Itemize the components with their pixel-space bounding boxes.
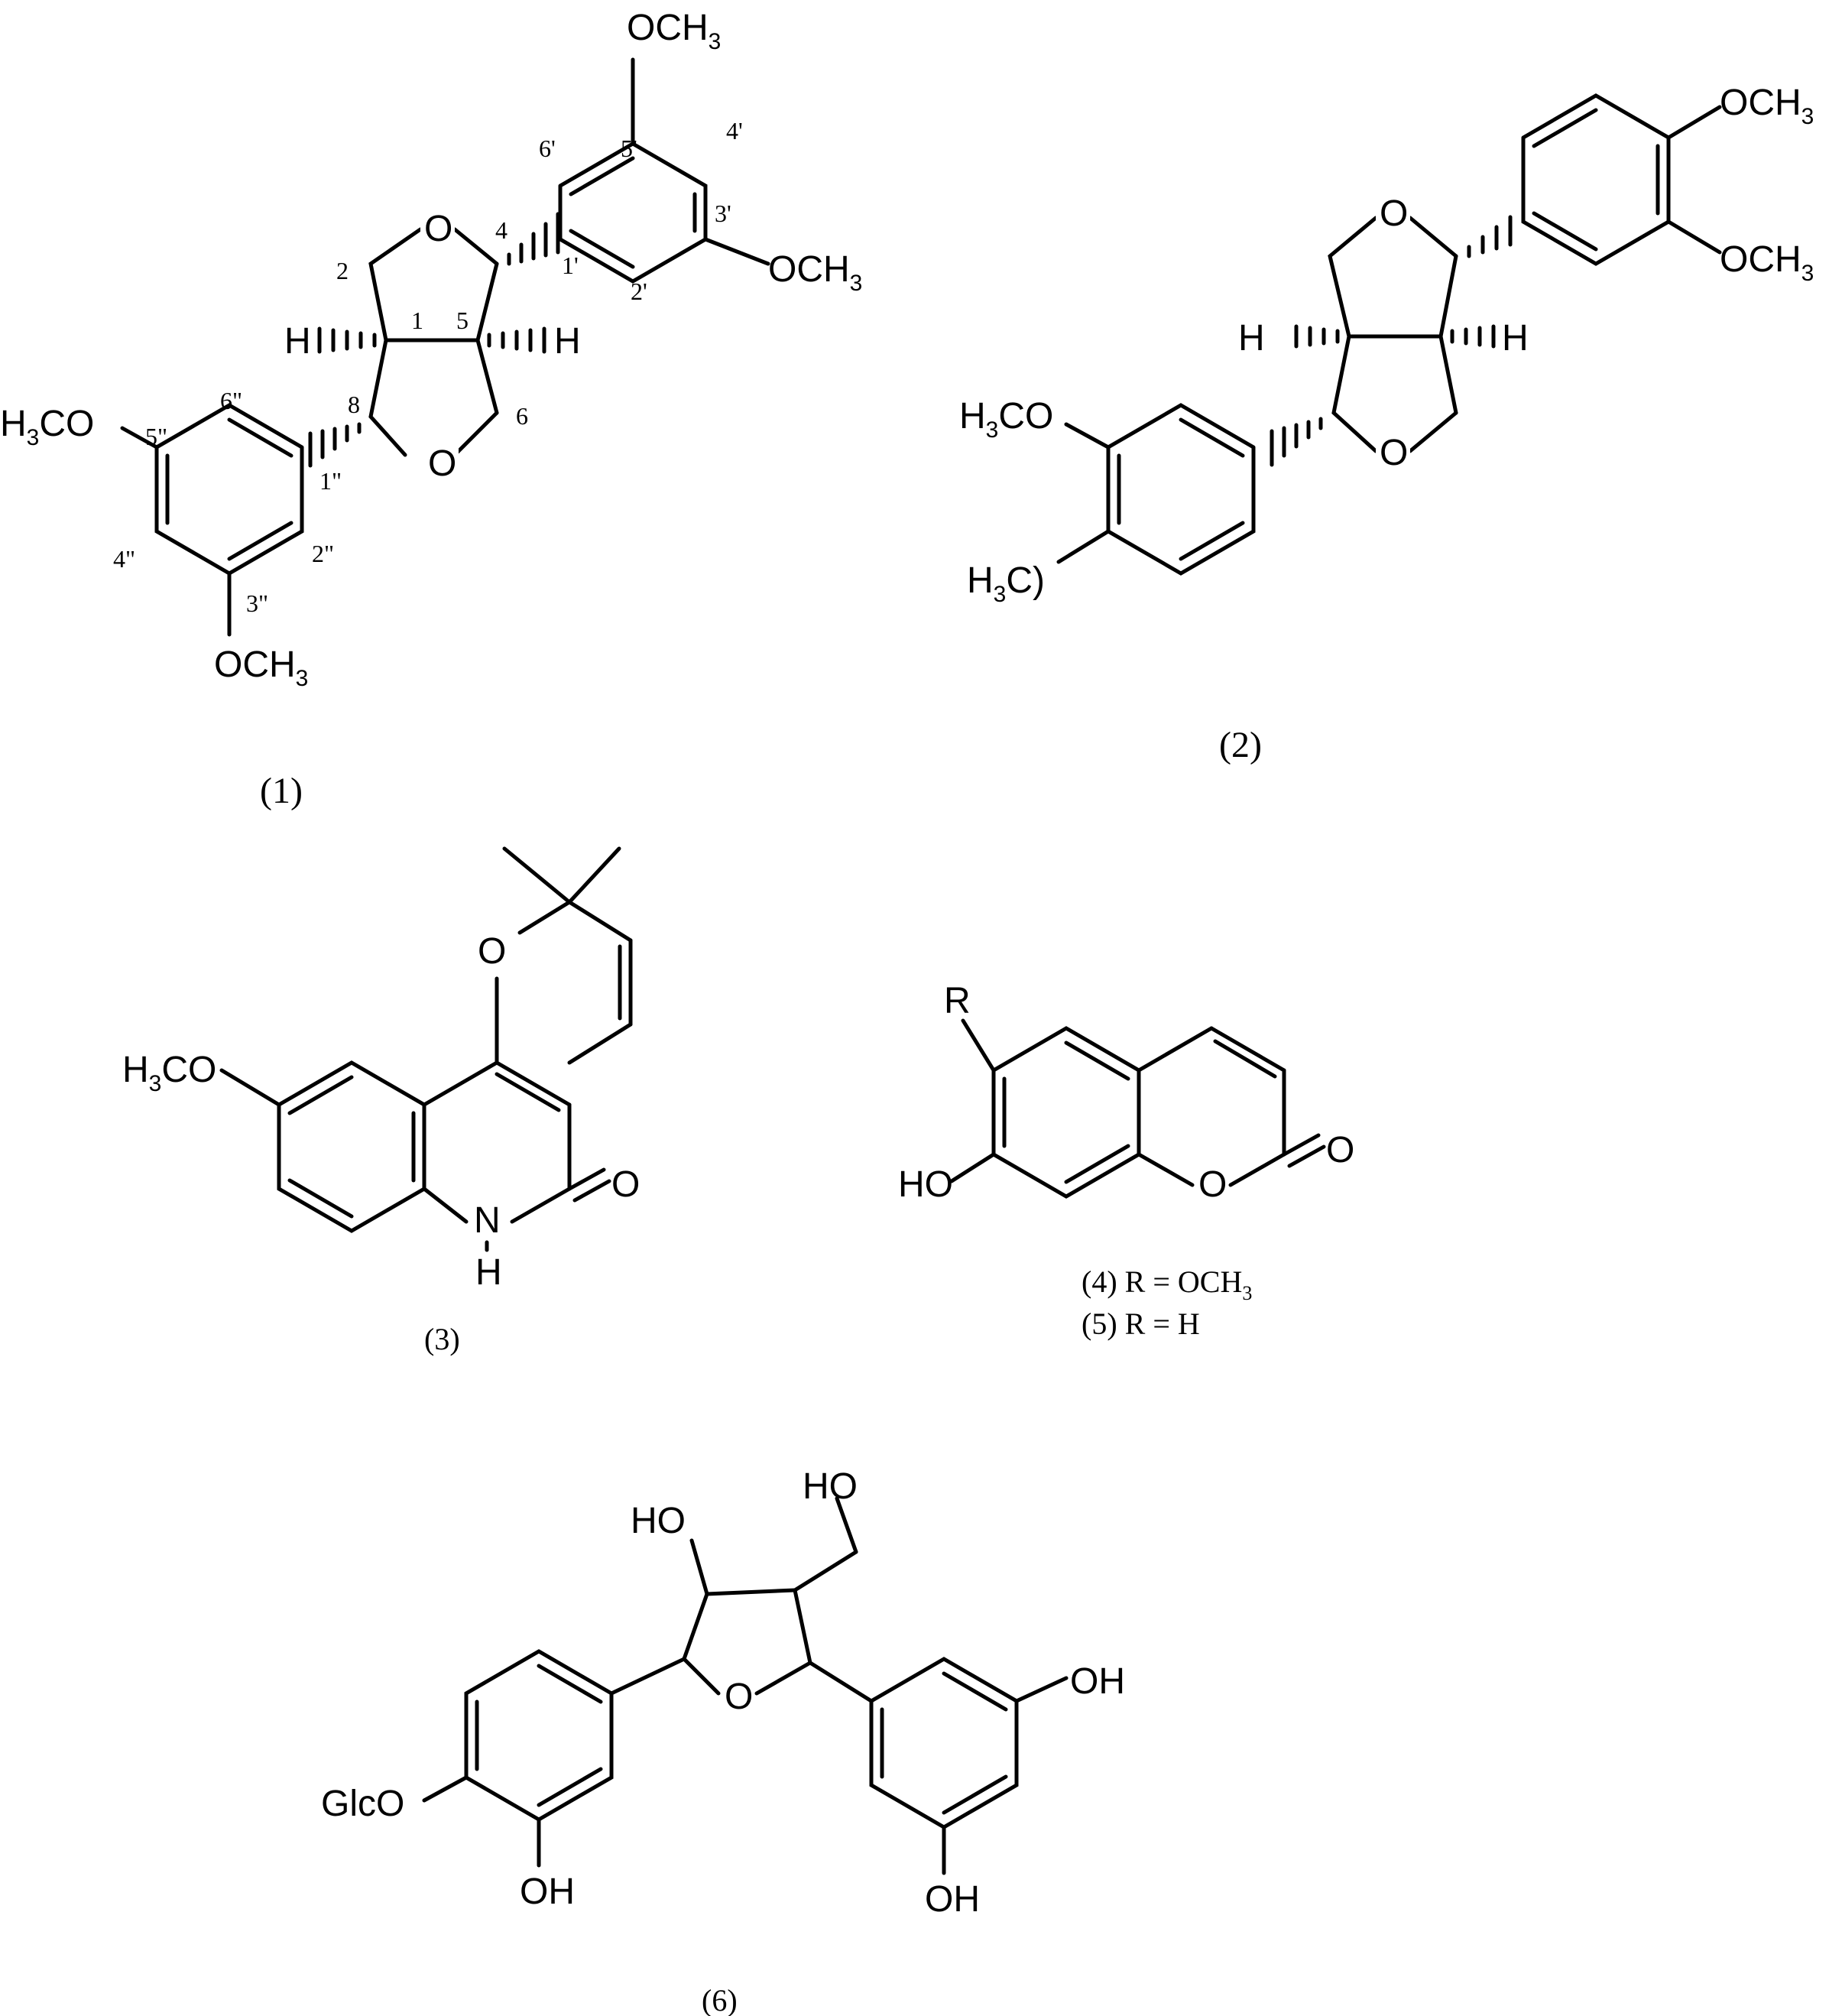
compound-4-caption: (4) R = OCH3 xyxy=(1082,1264,1252,1304)
compound-2: OCH3 OCH3 H3CO H3C) O O H H (2) xyxy=(959,83,1814,765)
compound-6-aryl-ring-right xyxy=(869,1657,1069,1875)
compound-1-och3-right: OCH3 xyxy=(768,249,862,296)
compound-1-num-3p: 3' xyxy=(715,200,731,227)
compound-1-h-left: H xyxy=(284,321,311,362)
compound-1-numbering: 2 1 5 4 8 6 1' 2' 3' 4' 5' 6' 1" 2" 3" 4… xyxy=(113,117,743,617)
compound-2-o-upper: O xyxy=(1380,193,1408,234)
compound-1-och3-top: OCH3 xyxy=(627,8,721,54)
compound-1-num-1p: 1' xyxy=(562,252,579,279)
compound-1-caption: (1) xyxy=(260,771,303,811)
compound-1-hash-8 xyxy=(308,422,362,468)
compound-1-num-2p: 2' xyxy=(631,278,647,305)
compound-6-o-ring: O xyxy=(725,1677,753,1717)
compound-3-pyran-ring xyxy=(495,846,633,1065)
compound-6: HO HO OH OH OH GlcO O (6) xyxy=(321,1466,1125,2016)
compound-2-h-right: H xyxy=(1502,318,1529,359)
compound-1-num-6: 6 xyxy=(516,402,528,430)
compound-5-caption: (5) R = H xyxy=(1082,1307,1200,1341)
compound-2-o-lower: O xyxy=(1380,433,1408,473)
compound-2-och3-bottom: OCH3 xyxy=(1720,239,1814,286)
compound-1-och3-bottom: OCH3 xyxy=(214,644,308,691)
compound-3: H3CO O O N H (3) xyxy=(122,846,640,1356)
compound-6-caption: (6) xyxy=(702,1983,738,2016)
compound-1-num-1pp: 1" xyxy=(319,467,342,495)
compound-6-ho-top: HO xyxy=(803,1466,858,1507)
compound-1-o-upper: O xyxy=(424,209,452,249)
compound-2-aryl-ring-upper xyxy=(1521,93,1722,266)
compound-1-hash-4 xyxy=(507,212,560,266)
compound-4-5-r: R xyxy=(944,981,971,1021)
compound-6-aryl-ring-left xyxy=(422,1649,614,1868)
compound-2-h3c-paren: H3C) xyxy=(967,560,1045,607)
compound-1-num-2pp: 2" xyxy=(312,540,334,567)
compound-1-o-lower: O xyxy=(428,443,456,484)
compound-3-o-carbonyl: O xyxy=(611,1164,640,1205)
compound-1-num-5pp: 5" xyxy=(145,423,167,450)
compound-6-ho-left: HO xyxy=(631,1501,686,1541)
compound-6-glco: GlcO xyxy=(321,1784,404,1824)
compound-1-num-4pp: 4" xyxy=(113,545,135,573)
compound-1-aryl-ring-lower xyxy=(120,403,304,637)
compound-3-caption: (3) xyxy=(424,1322,460,1356)
compound-4-5: R HO O O (4) R = OCH3 (5) R = H xyxy=(898,981,1354,1341)
compound-6-furan-ring xyxy=(609,1496,874,1703)
compound-1: OCH3 OCH3 OCH3 H3CO O O H H 2 1 5 4 8 6 … xyxy=(0,8,862,811)
compound-1-furofuran-core xyxy=(308,212,560,468)
compound-1-num-6pp: 6" xyxy=(220,387,242,414)
compound-3-benzene-ring xyxy=(219,1060,426,1233)
compound-1-num-3pp: 3" xyxy=(246,589,268,617)
compound-1-aryl-ring-upper xyxy=(558,57,770,284)
compound-4-5-o-carbonyl: O xyxy=(1326,1130,1354,1170)
compound-1-num-8: 8 xyxy=(348,391,360,418)
compound-1-num-1: 1 xyxy=(411,307,423,334)
compound-1-hash-5H xyxy=(487,326,546,354)
compound-1-num-6p: 6' xyxy=(539,135,556,162)
compound-1-num-2: 2 xyxy=(336,257,349,284)
compound-4-5-pyrone-ring xyxy=(1137,1026,1326,1187)
compound-1-num-5p: 5' xyxy=(621,135,637,162)
compound-3-h3co: H3CO xyxy=(122,1050,216,1096)
compound-2-aryl-ring-lower xyxy=(1056,403,1256,576)
compound-1-num-5: 5 xyxy=(456,307,469,334)
compound-1-hash-1H xyxy=(317,326,377,354)
compound-3-o-ring: O xyxy=(478,931,506,972)
compound-2-furofuran-core xyxy=(1270,215,1513,467)
compound-2-h3co: H3CO xyxy=(959,396,1053,443)
compound-6-oh-right: OH xyxy=(1070,1661,1125,1702)
compound-2-och3-top: OCH3 xyxy=(1720,83,1814,129)
compound-1-num-4p: 4' xyxy=(726,117,743,144)
compound-2-caption: (2) xyxy=(1219,725,1262,765)
compound-2-h-left: H xyxy=(1238,318,1265,359)
compound-3-nh: H xyxy=(475,1252,502,1293)
compound-4-5-o-ring: O xyxy=(1198,1164,1227,1205)
compound-3-n: N xyxy=(474,1200,501,1241)
compound-4-5-ho: HO xyxy=(898,1164,953,1205)
compound-1-h3co-left: H3CO xyxy=(0,404,94,450)
compound-6-oh-bottom: OH xyxy=(925,1879,980,1920)
compound-4-5-benzene-ring xyxy=(949,1018,1141,1199)
compound-6-oh-bottom-left: OH xyxy=(520,1872,575,1912)
compound-3-pyridone-ring xyxy=(422,1060,611,1252)
compound-1-h-right: H xyxy=(554,321,581,362)
compound-2-hashes xyxy=(1270,215,1513,467)
compound-1-num-4: 4 xyxy=(495,216,508,244)
